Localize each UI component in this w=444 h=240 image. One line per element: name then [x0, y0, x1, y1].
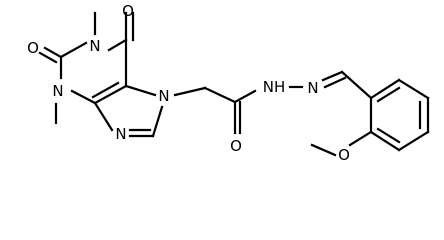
- bond-ring-2: [397, 78, 430, 100]
- bond-ring-1: [369, 78, 401, 100]
- atom-label-o-amide: O: [230, 137, 242, 155]
- bond-ring-5: [369, 130, 401, 152]
- bond-n-ch: [321, 70, 344, 82]
- atom-label-n1: N: [89, 37, 100, 55]
- bond-ring-inner-3: [376, 127, 401, 144]
- atom-label-n7: N: [158, 87, 169, 105]
- bond-c4-n3: [70, 89, 97, 105]
- bond-n7-c8: [151, 105, 164, 138]
- atom-label-n9: N: [115, 125, 126, 143]
- bond-c5-c4: [93, 84, 128, 105]
- atom-label-o-methoxy: O: [338, 146, 350, 164]
- bond-ch2-carbonyl: [203, 86, 237, 104]
- bond-lines: [38, 11, 430, 157]
- atom-label-nh-amide: NH: [263, 78, 286, 96]
- bond-carbonyl-nh: [233, 89, 257, 104]
- molecule-structure-diagram: N O O N N N O NH N O: [27, 2, 430, 164]
- atom-label-n-hydrazone: N: [307, 79, 318, 97]
- atom-label-o-c2: O: [27, 39, 39, 57]
- bond-c5-c4-inner: [91, 81, 120, 99]
- bond-n-ch-double: [323, 76, 347, 89]
- bond-c2-o-double: [38, 51, 58, 64]
- bond-o-methyl: [310, 143, 337, 157]
- bond-ring-o: [348, 130, 373, 147]
- bond-c5-n7: [124, 84, 157, 97]
- bond-c2-o: [43, 46, 63, 59]
- bond-n9-c4: [93, 101, 114, 132]
- bond-n7-ch2: [173, 86, 207, 97]
- bond-ring-4: [397, 130, 430, 152]
- bond-ring-inner-1: [376, 86, 401, 103]
- bond-ch-ring: [340, 70, 373, 100]
- bond-c2-n1: [59, 41, 88, 59]
- bond-n1-c6: [107, 38, 128, 52]
- atom-label-o-c6: O: [122, 2, 134, 20]
- atom-label-n3: N: [52, 82, 63, 100]
- atom-labels: N O O N N N O NH N O: [27, 2, 350, 164]
